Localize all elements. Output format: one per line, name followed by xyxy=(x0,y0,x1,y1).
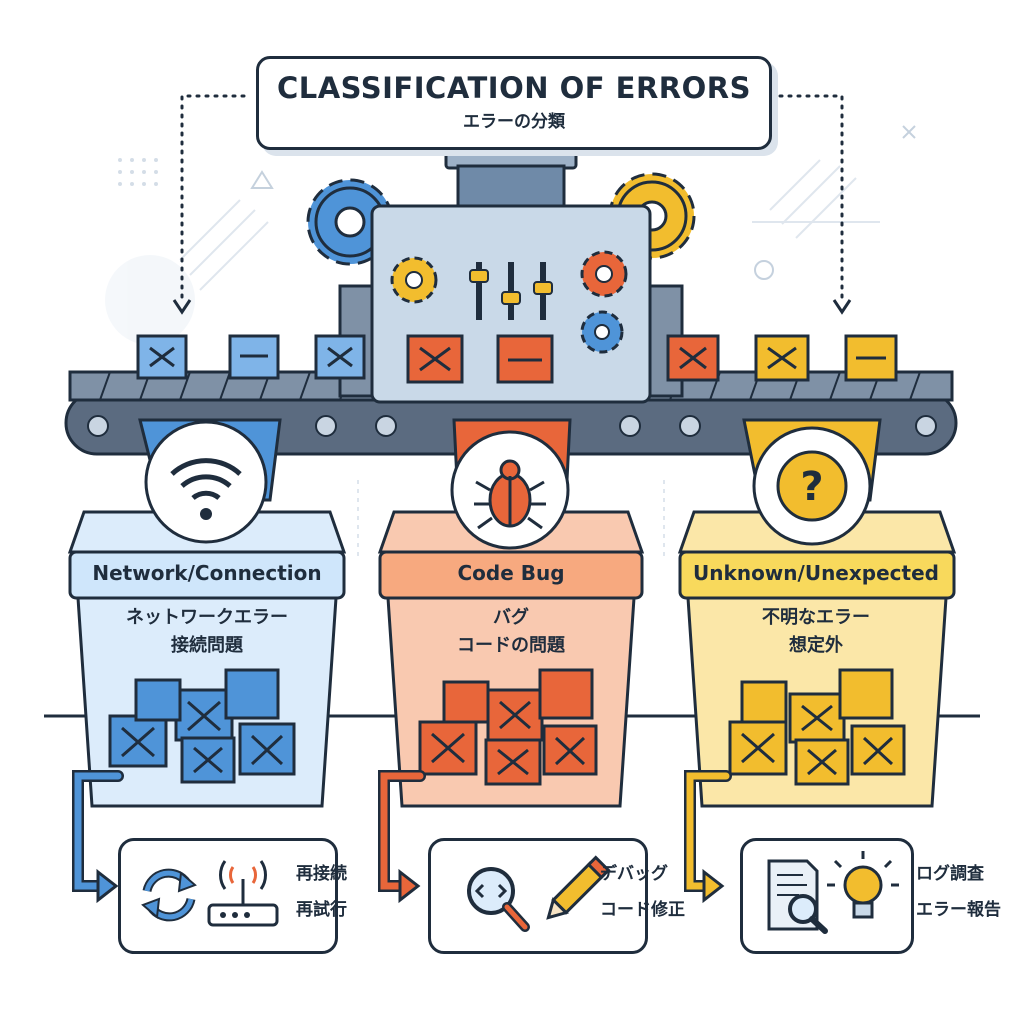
router-icon xyxy=(207,860,279,927)
bin-jp-network: ネットワークエラー 接続問題 xyxy=(100,604,314,660)
box-pile-blue xyxy=(108,668,296,784)
bin-jp-code-bug-line2: コードの問題 xyxy=(457,635,565,656)
box-pile-yellow xyxy=(728,668,906,786)
bin-label-network: Network/Connection xyxy=(92,561,322,585)
error-box-orange-2 xyxy=(496,334,554,384)
flow-arrow-yellow xyxy=(684,770,732,904)
bin-code-bug-label-band xyxy=(378,550,644,600)
error-box-yellow-2 xyxy=(844,334,898,382)
action-network-line1: 再接続 xyxy=(296,864,347,884)
gear-icon-machine-blue xyxy=(580,310,624,354)
flow-arrow-blue xyxy=(72,770,124,904)
arrowhead-right xyxy=(832,299,852,315)
magnifier-code-icon xyxy=(467,867,530,932)
flow-arrow-orange xyxy=(378,770,426,904)
action-code-bug-line1: デバッグ xyxy=(600,864,668,884)
refresh-icon xyxy=(141,868,197,922)
action-icons-network xyxy=(141,860,279,927)
svg-text:?: ? xyxy=(800,464,823,510)
action-code-bug-line2: コード修正 xyxy=(600,900,685,920)
background-decor xyxy=(105,125,916,560)
action-box-unknown xyxy=(740,838,914,954)
gear-icon-machine-orange xyxy=(580,250,628,298)
error-box-orange-1 xyxy=(406,334,464,384)
arrowhead-left xyxy=(172,299,192,315)
bin-jp-network-line2: 接続問題 xyxy=(171,635,243,656)
bug-icon xyxy=(450,430,570,550)
bin-label-unknown: Unknown/Unexpected xyxy=(693,561,939,585)
bin-network-label-band xyxy=(68,550,346,600)
action-box-network xyxy=(118,838,338,954)
action-network-line2: 再試行 xyxy=(296,900,347,920)
action-icons-unknown xyxy=(767,851,899,934)
title-box: CLASSIFICATION OF ERRORS エラーの分類 xyxy=(256,56,772,150)
error-box-blue-3 xyxy=(314,334,366,380)
document-search-icon xyxy=(767,859,828,934)
action-icons-code-bug xyxy=(467,855,611,932)
action-unknown-line1: ログ調査 xyxy=(916,864,984,884)
box-pile-orange xyxy=(418,668,598,786)
bin-jp-unknown-line2: 想定外 xyxy=(789,635,843,656)
action-text-code-bug: デバッグ コード修正 xyxy=(600,856,685,928)
action-text-network: 再接続 再試行 xyxy=(296,856,347,928)
pencil-icon xyxy=(546,855,611,920)
error-box-yellow-1 xyxy=(754,334,810,382)
action-unknown-line2: エラー報告 xyxy=(916,900,1001,920)
dotted-arrows xyxy=(180,94,844,302)
bin-jp-unknown-line1: 不明なエラー xyxy=(762,607,870,628)
title-main: CLASSIFICATION OF ERRORS xyxy=(276,71,752,105)
gear-icon-machine-yellow xyxy=(390,256,438,304)
title-sub: エラーの分類 xyxy=(463,112,565,132)
error-box-blue-1 xyxy=(136,334,188,380)
bin-unknown-label-band xyxy=(678,550,956,600)
machine-pipe xyxy=(444,148,578,208)
lightbulb-icon xyxy=(827,851,899,919)
bin-jp-code-bug: バグ コードの問題 xyxy=(410,604,612,660)
wifi-icon xyxy=(144,420,268,544)
error-box-orange-3 xyxy=(666,334,720,382)
bin-jp-code-bug-line1: バグ xyxy=(493,607,529,628)
action-text-unknown: ログ調査 エラー報告 xyxy=(916,856,1001,928)
bin-jp-network-line1: ネットワークエラー xyxy=(126,607,288,628)
bin-label-code-bug: Code Bug xyxy=(457,561,565,585)
bin-jp-unknown: 不明なエラー 想定外 xyxy=(708,604,924,660)
error-box-blue-2 xyxy=(228,334,280,380)
question-icon: ? xyxy=(752,426,872,546)
action-box-code-bug xyxy=(428,838,648,954)
